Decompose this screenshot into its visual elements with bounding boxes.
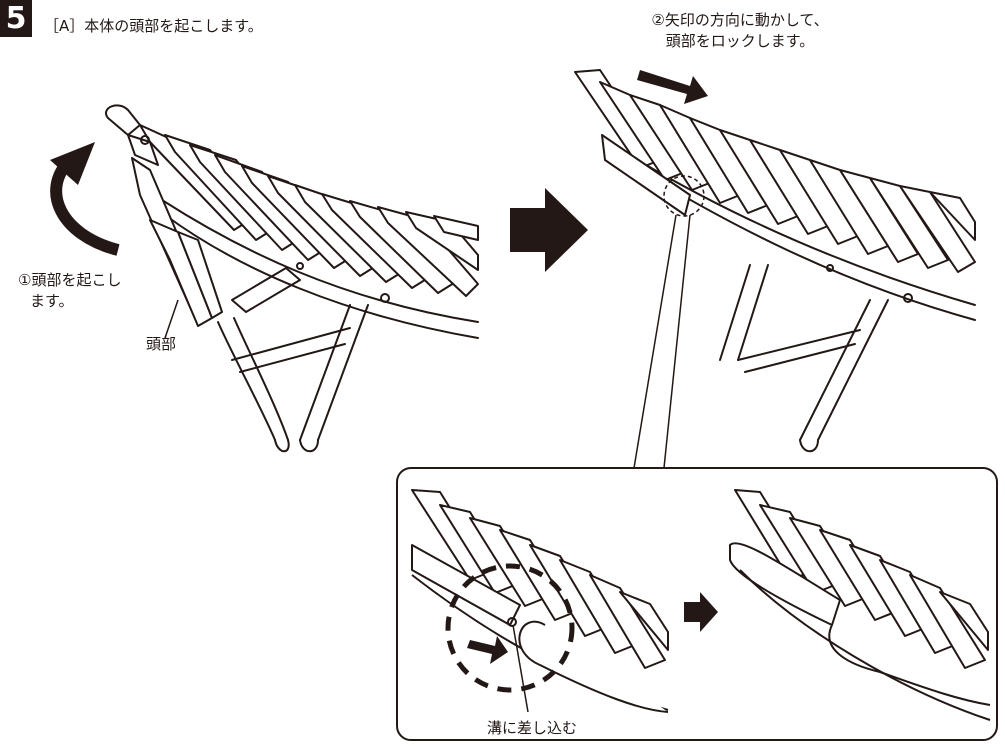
groove-highlight-circle (445, 563, 575, 693)
raise-instruction-line1: ①頭部を起こし (18, 271, 122, 289)
step-number-badge: 5 (0, 0, 32, 37)
step-title: ［A］本体の頭部を起こします。 (44, 17, 263, 35)
insert-arrow-icon (467, 636, 508, 664)
right-chair-figure (574, 69, 976, 453)
head-leader-line (164, 299, 179, 339)
lock-instruction: ②矢印の方向に動かして、 頭部をロックします。 (590, 10, 890, 52)
callout-line-right (663, 214, 691, 469)
groove-leader-line (512, 624, 529, 713)
groove-label: 溝に差し込む (487, 719, 578, 737)
detail-marker-circle (663, 175, 705, 217)
lock-instruction-line1: ②矢印の方向に動かして、 (651, 11, 829, 29)
raise-arrow-icon (50, 142, 120, 256)
left-slats (139, 124, 479, 297)
head-label: 頭部 (146, 335, 177, 353)
left-chair-figure (105, 104, 479, 453)
right-slats (574, 69, 976, 273)
detail-before-figure (411, 489, 669, 713)
callout-line-left (633, 214, 677, 469)
raise-instruction-line2: ます。 (30, 292, 74, 310)
detail-next-arrow-icon (684, 592, 718, 632)
detail-after-figure (729, 489, 991, 721)
raise-instruction: ①頭部を起こし ます。 (18, 270, 121, 312)
lock-direction-arrow-icon (637, 70, 708, 104)
lock-instruction-line2: 頭部をロックします。 (665, 32, 815, 50)
next-step-arrow-icon (510, 188, 588, 272)
